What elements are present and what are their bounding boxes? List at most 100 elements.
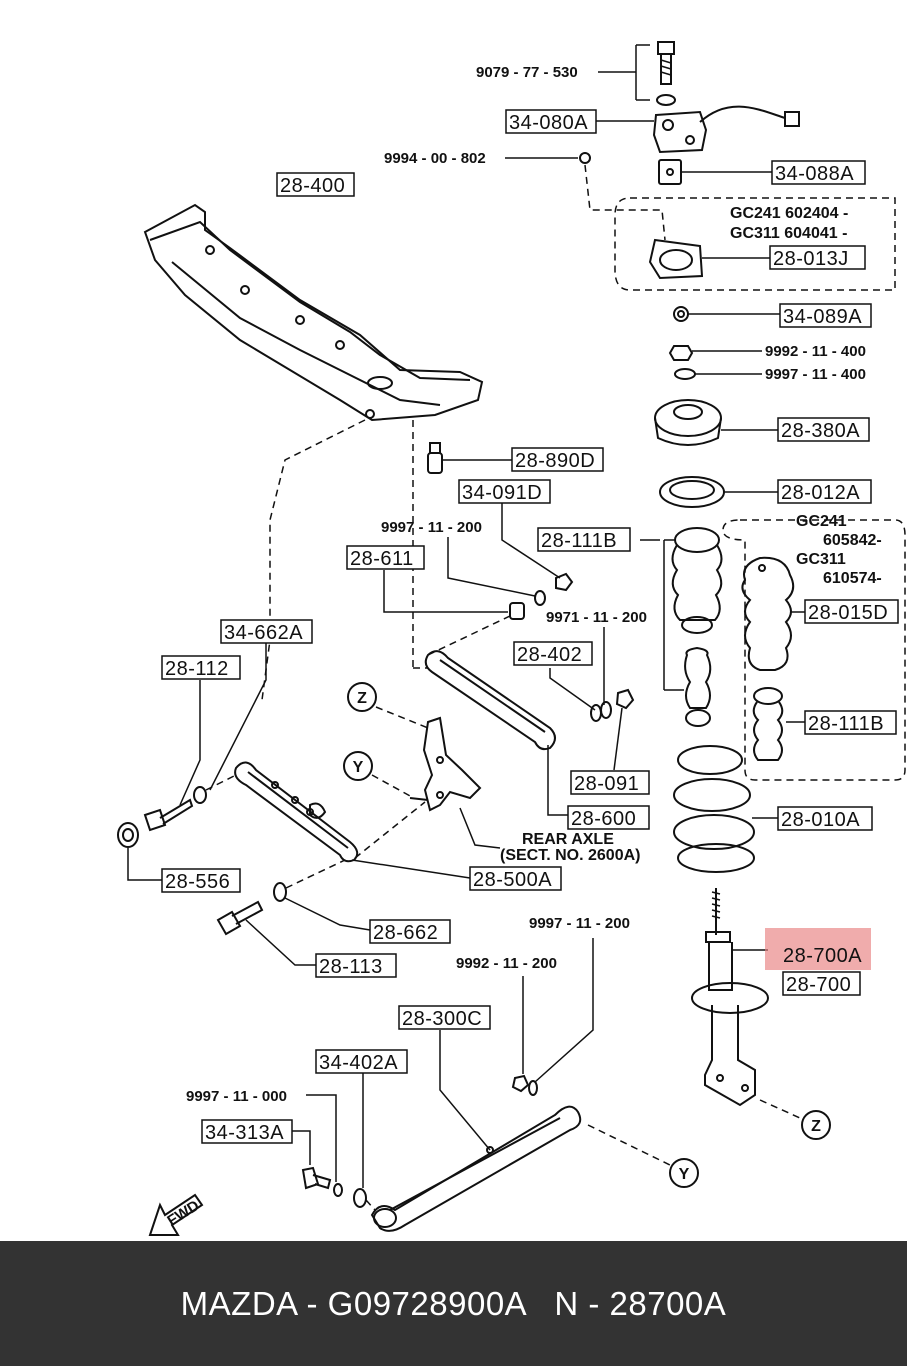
upper-mount-28380a (654, 399, 722, 446)
label-28111b-a[interactable]: 28-111B (537, 527, 631, 552)
svg-text:Y: Y (679, 1166, 690, 1183)
label-28012a[interactable]: 28-012A (777, 479, 872, 504)
label-34662a[interactable]: 34-662A (220, 619, 313, 644)
part-number-caption: MAZDA - G09728900A N - 28700A (180, 1284, 727, 1322)
bolt-28112 (143, 786, 207, 832)
bump-stop-boot-28111b (671, 527, 723, 727)
nut-34091d (555, 572, 574, 592)
svg-text:28-700: 28-700 (786, 974, 851, 996)
svg-text:28-111B: 28-111B (541, 530, 617, 552)
pn-9994: 9994 - 00 - 802 (384, 150, 486, 167)
washer-9997-400 (674, 368, 696, 380)
callout-y-bottom: Y (669, 1158, 699, 1188)
label-34313a[interactable]: 34-313A (201, 1119, 293, 1144)
washer-28662 (273, 882, 287, 902)
label-28700[interactable]: 28-700 (782, 971, 861, 996)
label-28015d[interactable]: 28-015D (804, 599, 899, 624)
svg-text:28-010A: 28-010A (781, 809, 860, 831)
svg-text:28-380A: 28-380A (781, 420, 860, 442)
washer-9997-200 (534, 590, 546, 606)
bushing-28890d (427, 442, 443, 474)
nut-9992-200 (511, 1074, 530, 1093)
sensor-plate (658, 159, 682, 185)
nut-9992-400 (668, 345, 694, 361)
svg-text:28-700A: 28-700A (783, 945, 862, 967)
note-gc-top-1: GC241 602404 - (730, 205, 848, 222)
coil-spring-28010a (673, 745, 755, 873)
svg-text:28-600: 28-600 (571, 808, 636, 830)
svg-text:34-662A: 34-662A (224, 622, 303, 644)
mount-bolt (656, 41, 676, 106)
note-gc-mid-3: GC311 (796, 551, 846, 568)
pn-9971: 9971 - 11 - 200 (546, 609, 647, 626)
label-28113[interactable]: 28-113 (315, 953, 397, 978)
note-rear-axle-1: REAR AXLE (522, 831, 614, 848)
bump-stop-28015d (741, 556, 795, 671)
bolt-34313a (301, 1166, 367, 1208)
svg-text:28-013J: 28-013J (773, 248, 849, 270)
gc-group-top (614, 197, 896, 291)
bushing-28611 (509, 602, 525, 620)
svg-text:Z: Z (357, 690, 367, 707)
label-28556[interactable]: 28-556 (161, 868, 241, 893)
crossmember-28400 (143, 203, 484, 422)
pn-9997-400: 9997 - 11 - 400 (765, 366, 866, 383)
svg-text:28-012A: 28-012A (781, 482, 860, 504)
label-28611[interactable]: 28-611 (346, 545, 425, 570)
gc-group-mid (722, 519, 906, 781)
label-28013j[interactable]: 28-013J (769, 245, 866, 270)
label-34088a[interactable]: 34-088A (771, 160, 866, 185)
link-28500a (234, 761, 359, 863)
svg-text:28-402: 28-402 (517, 644, 582, 666)
label-28400[interactable]: 28-400 (276, 172, 355, 197)
label-28700a[interactable]: 28-700A (783, 945, 862, 967)
label-28091[interactable]: 28-091 (570, 770, 650, 795)
note-rear-axle-2: (SECT. NO. 2600A) (500, 847, 640, 864)
fwd-arrow: FWD (148, 1193, 204, 1236)
note-gc-mid-2: 605842- (823, 532, 882, 549)
pn-9997-000: 9997 - 11 - 000 (186, 1088, 287, 1105)
label-28662[interactable]: 28-662 (369, 919, 451, 944)
label-34080a[interactable]: 34-080A (505, 109, 597, 134)
svg-text:28-500A: 28-500A (473, 869, 552, 891)
part-footer-bar: MAZDA - G09728900A N - 28700A (0, 1241, 907, 1366)
pn-9997-200-a: 9997 - 11 - 200 (381, 519, 482, 536)
svg-text:34-080A: 34-080A (509, 112, 588, 134)
label-34402a[interactable]: 34-402A (315, 1049, 408, 1074)
mount-plate-28013j (648, 238, 704, 280)
small-nut-9994 (579, 152, 591, 164)
parts-diagram: FWD Z Y Z Y 34-080A 34-088A 28-400 28-01… (117, 41, 906, 1236)
pn-9997-200-b: 9997 - 11 - 200 (529, 915, 630, 932)
label-34089a[interactable]: 34-089A (779, 303, 872, 328)
svg-text:28-890D: 28-890D (515, 450, 595, 472)
label-28600[interactable]: 28-600 (567, 805, 650, 830)
spring-seat-28012a (659, 476, 725, 508)
svg-text:28-556: 28-556 (165, 871, 230, 893)
label-28010a[interactable]: 28-010A (777, 806, 873, 831)
label-28380a[interactable]: 28-380A (777, 417, 870, 442)
label-34091d[interactable]: 34-091D (458, 479, 551, 504)
label-28890d[interactable]: 28-890D (511, 447, 604, 472)
svg-text:28-662: 28-662 (373, 922, 438, 944)
label-28500a[interactable]: 28-500A (469, 866, 562, 891)
svg-text:34-402A: 34-402A (319, 1052, 398, 1074)
label-28112[interactable]: 28-112 (161, 655, 241, 680)
bushing-28556 (117, 822, 139, 848)
cap-nut-34089a (673, 306, 689, 322)
highlight-28700a (765, 928, 871, 970)
svg-text:28-300C: 28-300C (402, 1008, 482, 1030)
lower-arm-28300c (370, 1105, 582, 1232)
label-28402[interactable]: 28-402 (513, 641, 593, 666)
pn-9992-400: 9992 - 11 - 400 (765, 343, 866, 360)
label-28300c[interactable]: 28-300C (398, 1005, 491, 1030)
link-28600 (424, 650, 556, 751)
svg-text:28-112: 28-112 (165, 658, 229, 680)
svg-text:28-015D: 28-015D (808, 602, 888, 624)
svg-text:28-113: 28-113 (319, 956, 383, 978)
callout-z-top: Z (347, 682, 377, 712)
label-28111b-b[interactable]: 28-111B (804, 710, 897, 735)
svg-text:34-313A: 34-313A (205, 1122, 284, 1144)
svg-text:Z: Z (811, 1118, 821, 1135)
callout-z-bottom: Z (801, 1110, 831, 1140)
note-gc-mid-1: GC241 (796, 513, 847, 530)
